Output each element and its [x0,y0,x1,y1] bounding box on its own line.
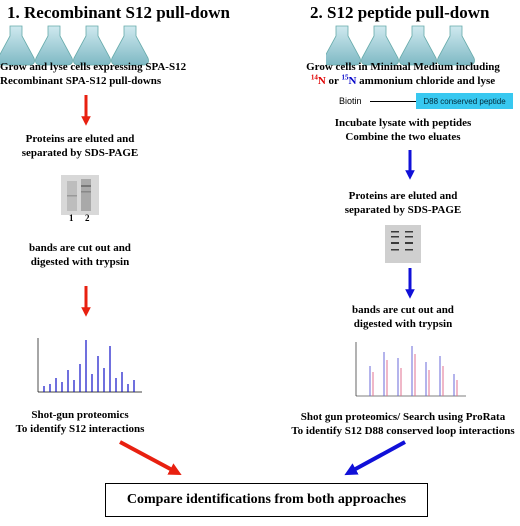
ammonium-text: ammonium chloride and lyse [356,75,496,87]
left-step2-line1: Proteins are eluted and [25,133,135,145]
sds-gel-image-right [385,225,421,263]
right-title: 2. S12 peptide pull-down [310,3,490,22]
left-step1-line1: Grow and lyse cells expressing SPA-S12 [0,61,187,73]
left-step4-line1: Shot-gun proteomics [31,409,129,421]
arrow-left-3 [119,440,182,476]
sds-gel-image-left [61,175,99,215]
left-step3-line1: bands are cut out and [29,242,131,254]
isotope-14-label: 14 [310,73,318,82]
n-15-letter: N [348,75,357,87]
left-title: 1. Recombinant S12 pull-down [7,3,230,22]
n-14-letter: N [317,75,326,87]
mass-spectrum-right [355,342,466,397]
right-step5-line1: Shot gun proteomics/ Search using ProRat… [300,411,506,423]
right-step2-line2: Combine the two eluates [345,131,461,143]
or-text: or [325,75,342,87]
isotope-15-label: 15 [341,73,349,82]
right-step4-line1: bands are cut out and [352,304,454,316]
left-step2-line2: separated by SDS-PAGE [21,147,139,159]
left-step4-line2: To identify S12 interactions [15,423,145,435]
right-step5-line2: To identify S12 D88 conserved loop inter… [291,425,515,437]
gel-lane-1: 1 [69,213,74,223]
left-step1-line2: Recombinant SPA-S12 pull-downs [0,75,162,87]
arrow-right-3 [344,440,406,476]
gel-lane-2: 2 [85,213,90,223]
biotin-label: Biotin [339,96,362,106]
biotin-linker-line [370,101,416,102]
conclusion-box: Compare identifications from both approa… [105,483,428,517]
right-step2-line1: Incubate lysate with peptides [334,117,472,129]
right-step1-line2: 14N or 15N ammonium chloride and lyse [286,74,520,88]
flask-icons-left [0,25,149,66]
right-step3-line1: Proteins are eluted and [348,190,458,202]
left-step3-line2: digested with trypsin [30,256,130,268]
right-step3-line2: separated by SDS-PAGE [344,204,462,216]
mass-spectrum-left [37,338,142,393]
peptide-box: D88 conserved peptide [416,93,513,109]
right-step4-line2: digested with trypsin [353,318,453,330]
right-step1-line1: Grow cells in Minimal Medium including [306,61,500,73]
